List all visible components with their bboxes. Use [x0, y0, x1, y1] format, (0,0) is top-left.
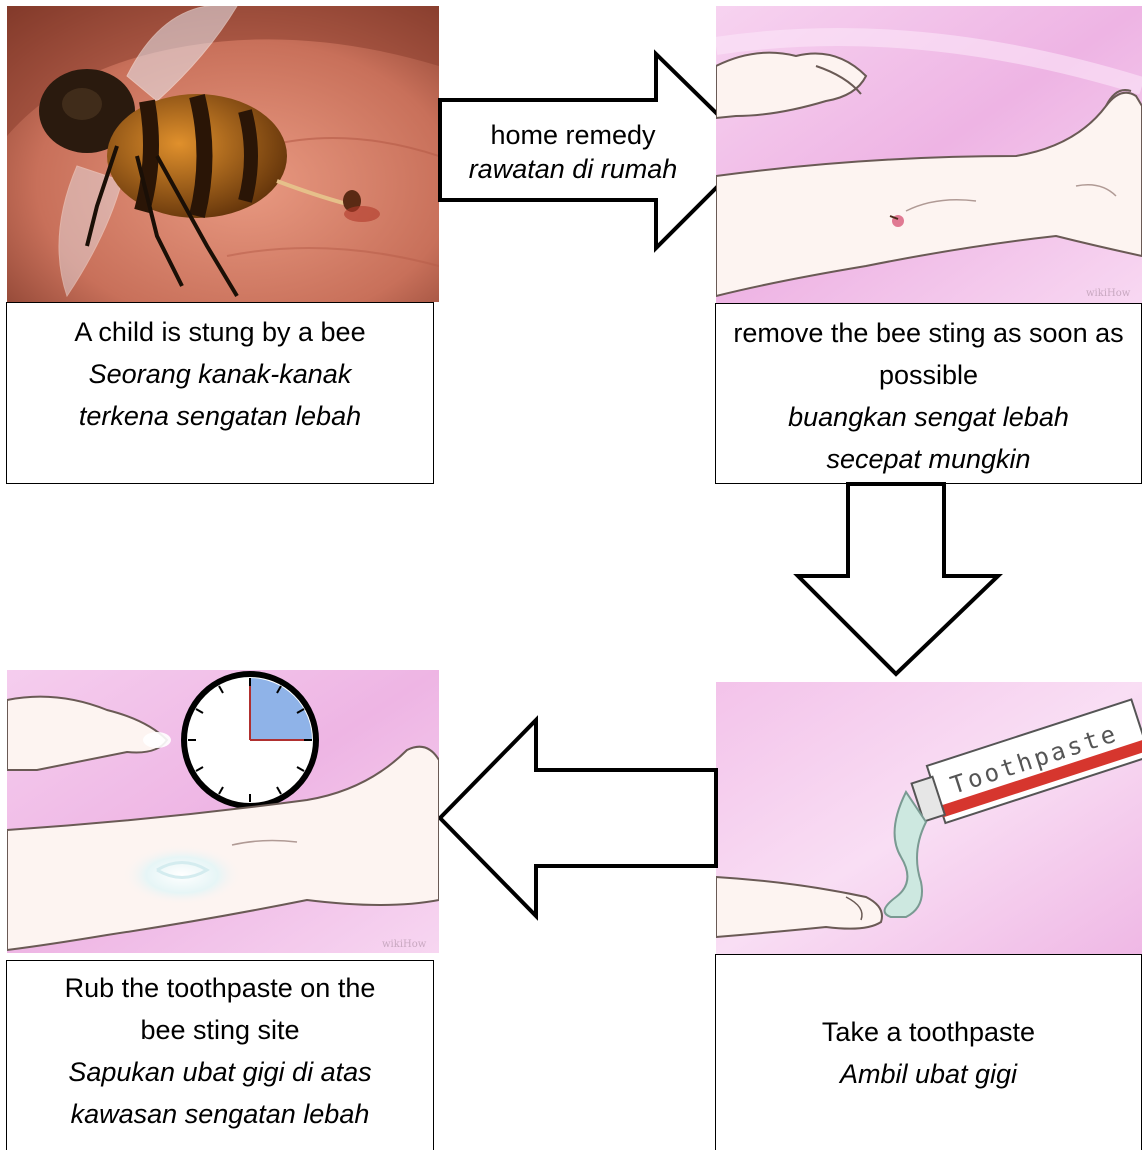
- arm-sting-illustration: wikiHow: [716, 6, 1142, 303]
- step-3-malay: Ambil ubat gigi: [722, 1053, 1135, 1095]
- step-4-malay: Sapukan ubat gigi di atas kawasan sengat…: [13, 1051, 427, 1135]
- bee-photo-graphic: [7, 6, 439, 302]
- step-2-english: remove the bee sting as soon as possible: [722, 312, 1135, 396]
- rub-toothpaste-illustration: wikiHow: [7, 670, 439, 953]
- arrow-left: [438, 718, 718, 918]
- arrow-label-english: home remedy: [448, 118, 698, 152]
- step-3-caption: Take a toothpaste Ambil ubat gigi: [715, 954, 1142, 1150]
- toothpaste-illustration: Toothpaste: [716, 682, 1142, 954]
- toothpaste-graphic: Toothpaste: [716, 682, 1142, 954]
- step-1-english: A child is stung by a bee: [13, 311, 427, 353]
- rub-toothpaste-graphic: wikiHow: [7, 670, 439, 953]
- watermark-text-2: wikiHow: [382, 939, 427, 950]
- step-3-english: Take a toothpaste: [722, 1011, 1135, 1053]
- arrow-down: [794, 482, 1002, 678]
- watermark-text: wikiHow: [1086, 288, 1131, 299]
- arrow-label: home remedy rawatan di rumah: [448, 118, 698, 186]
- bee-sting-photo: [7, 6, 439, 302]
- step-1-malay: Seorang kanak-kanak terkena sengatan leb…: [13, 353, 427, 437]
- step-1-caption: A child is stung by a bee Seorang kanak-…: [6, 302, 434, 484]
- step-2-malay: buangkan sengat lebah secepat mungkin: [722, 396, 1135, 480]
- step-4-english: Rub the toothpaste on the bee sting site: [13, 967, 427, 1051]
- arm-sting-graphic: wikiHow: [716, 6, 1142, 303]
- arrow-label-malay: rawatan di rumah: [448, 152, 698, 186]
- step-4-caption: Rub the toothpaste on the bee sting site…: [6, 960, 434, 1150]
- clock-icon: [184, 674, 316, 806]
- step-2-caption: remove the bee sting as soon as possible…: [715, 303, 1142, 484]
